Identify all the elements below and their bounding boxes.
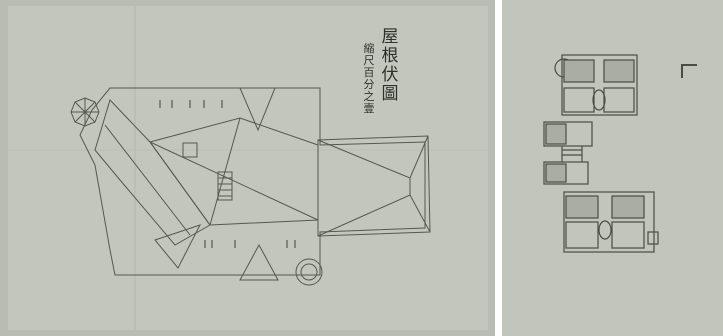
dormer-south (239, 243, 279, 281)
middle-connector-block (543, 121, 593, 185)
title-glyph: 伏 (382, 65, 399, 85)
building-outline (79, 87, 426, 276)
window-marks (159, 100, 296, 248)
title-glyph: 圖 (382, 84, 399, 104)
roof-plan-panel: 屋根伏圖 縮尺百分之壹 (0, 0, 495, 336)
paper-sheet (8, 6, 488, 330)
dormer-north (239, 87, 276, 132)
title-glyph: 根 (382, 46, 399, 66)
chimney (182, 142, 198, 158)
floor-plan-panel (502, 0, 723, 336)
paper-sheet (502, 0, 723, 336)
floor-plan-drawing (502, 0, 723, 336)
title-glyph: 屋 (382, 27, 399, 47)
scale-note-glyph: 尺 (364, 54, 375, 67)
roof-ridge (104, 124, 191, 236)
upper-floor-block (554, 54, 638, 116)
roof-valley (149, 141, 319, 221)
scale-note-glyph: 分 (364, 78, 375, 91)
corner-mark (681, 64, 697, 78)
west-wing-roof (94, 99, 211, 246)
tower-southeast (295, 258, 323, 286)
scale-note-glyph: 之 (364, 89, 375, 103)
turret-northwest (70, 97, 100, 127)
scale-note-glyph: 百 (364, 66, 375, 79)
scale-note-glyph: 壹 (364, 102, 375, 115)
stair (217, 171, 233, 201)
lower-floor-block (563, 191, 659, 253)
scale-note-glyph: 縮 (364, 41, 375, 55)
dormer-southwest (154, 224, 202, 269)
